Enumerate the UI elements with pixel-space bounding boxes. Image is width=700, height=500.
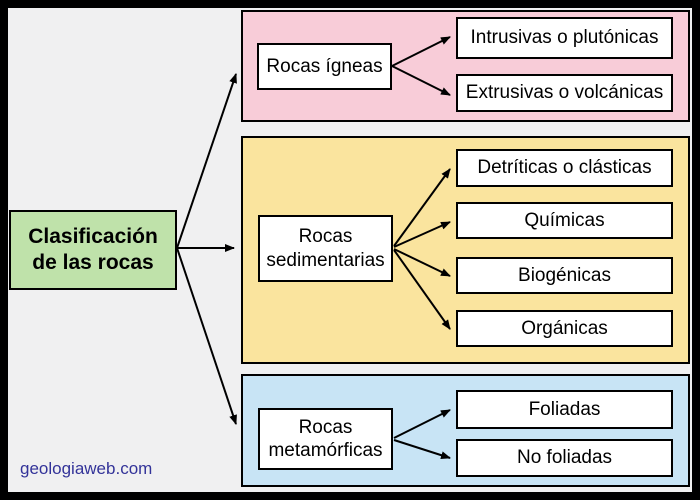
node-biogenicas: Biogénicas [456, 257, 673, 294]
panel-rocas-metamorficas: Rocas metamórficas Foliadas No foliadas [241, 374, 690, 487]
node-detriticas-clasticas: Detríticas o clásticas [456, 149, 673, 187]
node-no-foliadas: No foliadas [456, 439, 673, 477]
panel-rocas-sedimentarias: Rocas sedimentarias Detríticas o clástic… [241, 136, 690, 364]
node-intrusivas-plutonicas: Intrusivas o plutónicas [456, 17, 673, 59]
node-rocas-metamorficas: Rocas metamórficas [258, 408, 393, 470]
node-foliadas: Foliadas [456, 390, 673, 429]
panel-rocas-igneas: Rocas ígneas Intrusivas o plutónicas Ext… [241, 10, 690, 122]
node-organicas: Orgánicas [456, 310, 673, 347]
node-rocas-sedimentarias: Rocas sedimentarias [258, 215, 393, 282]
node-quimicas: Químicas [456, 202, 673, 239]
root-node-clasificacion: Clasificación de las rocas [9, 210, 177, 290]
node-rocas-igneas: Rocas ígneas [257, 43, 392, 90]
node-extrusivas-volcanicas: Extrusivas o volcánicas [456, 74, 673, 112]
watermark-geologiaweb: geologiaweb.com [20, 459, 153, 478]
